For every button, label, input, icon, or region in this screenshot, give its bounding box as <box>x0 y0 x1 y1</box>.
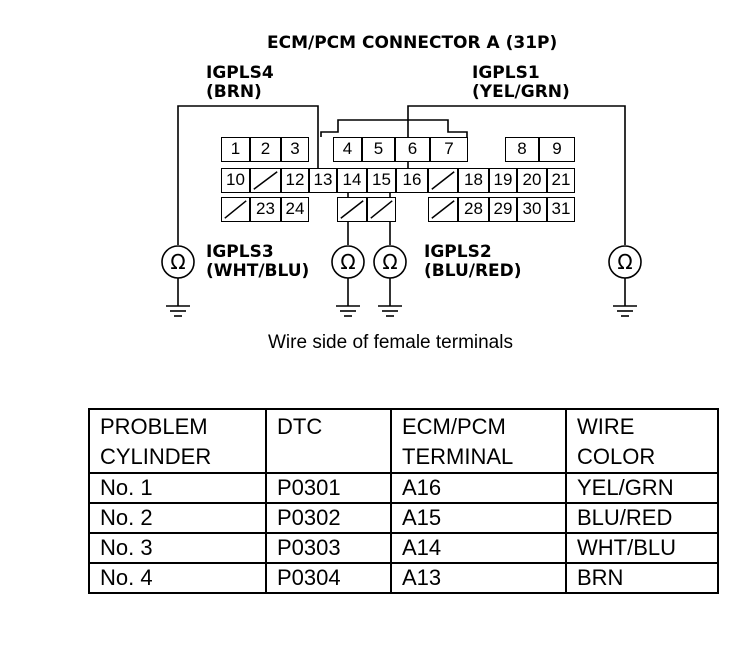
terminal: 14 <box>337 168 367 193</box>
terminal: 12 <box>281 168 309 193</box>
cell-wire-color: YEL/GRN <box>565 472 719 504</box>
cell-terminal: A15 <box>390 502 567 534</box>
label-igpls1-name: IGPLS1 <box>472 63 540 83</box>
terminal-blank <box>428 197 458 222</box>
label-igpls3-name: IGPLS3 <box>206 242 274 262</box>
terminal: 20 <box>517 168 547 193</box>
cell-dtc: P0301 <box>265 472 392 504</box>
terminal: 31 <box>547 197 575 222</box>
diagram-caption: Wire side of female terminals <box>268 332 513 353</box>
terminal: 9 <box>539 137 575 162</box>
table-row: No. 1 P0301 A16 YEL/GRN <box>88 472 719 504</box>
cell-wire-color: BLU/RED <box>565 502 719 534</box>
terminal-blank <box>367 197 396 222</box>
terminal-blank <box>250 168 281 193</box>
terminal: 28 <box>458 197 489 222</box>
wiring-lines: Ω Ω Ω Ω <box>161 105 642 317</box>
cell-cylinder: No. 2 <box>88 502 267 534</box>
terminal-blank <box>337 197 367 222</box>
ohm-icon: Ω <box>382 250 397 274</box>
terminal: 7 <box>430 137 468 162</box>
terminal: 23 <box>250 197 281 222</box>
cell-terminal: A13 <box>390 562 567 594</box>
terminal: 13 <box>309 168 337 193</box>
terminal: 10 <box>221 168 250 193</box>
terminal: 18 <box>458 168 489 193</box>
cell-cylinder: No. 4 <box>88 562 267 594</box>
terminal: 21 <box>547 168 575 193</box>
ground-symbol-1 <box>166 305 190 317</box>
table-row: No. 3 P0303 A14 WHT/BLU <box>88 532 719 564</box>
ohm-icon: Ω <box>340 250 355 274</box>
terminal: 1 <box>221 137 250 162</box>
terminal: 19 <box>489 168 517 193</box>
table-row: No. 2 P0302 A15 BLU/RED <box>88 502 719 534</box>
connector-diagram: Ω Ω Ω Ω ECM/PCM CONNECTOR A (31P) IGPLS4… <box>161 33 642 317</box>
terminal: 16 <box>396 168 428 193</box>
terminal: 24 <box>281 197 309 222</box>
cell-terminal: A16 <box>390 472 567 504</box>
table-row: No. 4 P0304 A13 BRN <box>88 562 719 594</box>
terminal-blank <box>221 197 250 222</box>
diagram-title: ECM/PCM CONNECTOR A (31P) <box>267 33 558 53</box>
cell-wire-color: WHT/BLU <box>565 532 719 564</box>
label-igpls3-color: (WHT/BLU) <box>206 261 310 281</box>
header-dtc: DTC <box>265 408 392 474</box>
cell-dtc: P0304 <box>265 562 392 594</box>
ohm-icon: Ω <box>617 250 632 274</box>
label-igpls1-color: (YEL/GRN) <box>472 82 570 102</box>
terminal: 5 <box>362 137 395 162</box>
cell-terminal: A14 <box>390 532 567 564</box>
terminal: 29 <box>489 197 517 222</box>
ohm-icon: Ω <box>170 250 185 274</box>
cell-dtc: P0303 <box>265 532 392 564</box>
terminal: 6 <box>395 137 430 162</box>
terminal: 8 <box>505 137 539 162</box>
cell-dtc: P0302 <box>265 502 392 534</box>
label-igpls4-color: (BRN) <box>206 82 262 102</box>
terminal: 3 <box>281 137 309 162</box>
cell-cylinder: No. 1 <box>88 472 267 504</box>
terminal: 4 <box>333 137 362 162</box>
terminal: 30 <box>517 197 547 222</box>
cell-wire-color: BRN <box>565 562 719 594</box>
label-igpls2-name: IGPLS2 <box>424 242 492 262</box>
cell-cylinder: No. 3 <box>88 532 267 564</box>
terminal-blank <box>428 168 458 193</box>
terminal: 15 <box>367 168 396 193</box>
label-igpls4-name: IGPLS4 <box>206 63 274 83</box>
label-igpls2-color: (BLU/RED) <box>424 261 522 281</box>
terminal: 2 <box>250 137 281 162</box>
